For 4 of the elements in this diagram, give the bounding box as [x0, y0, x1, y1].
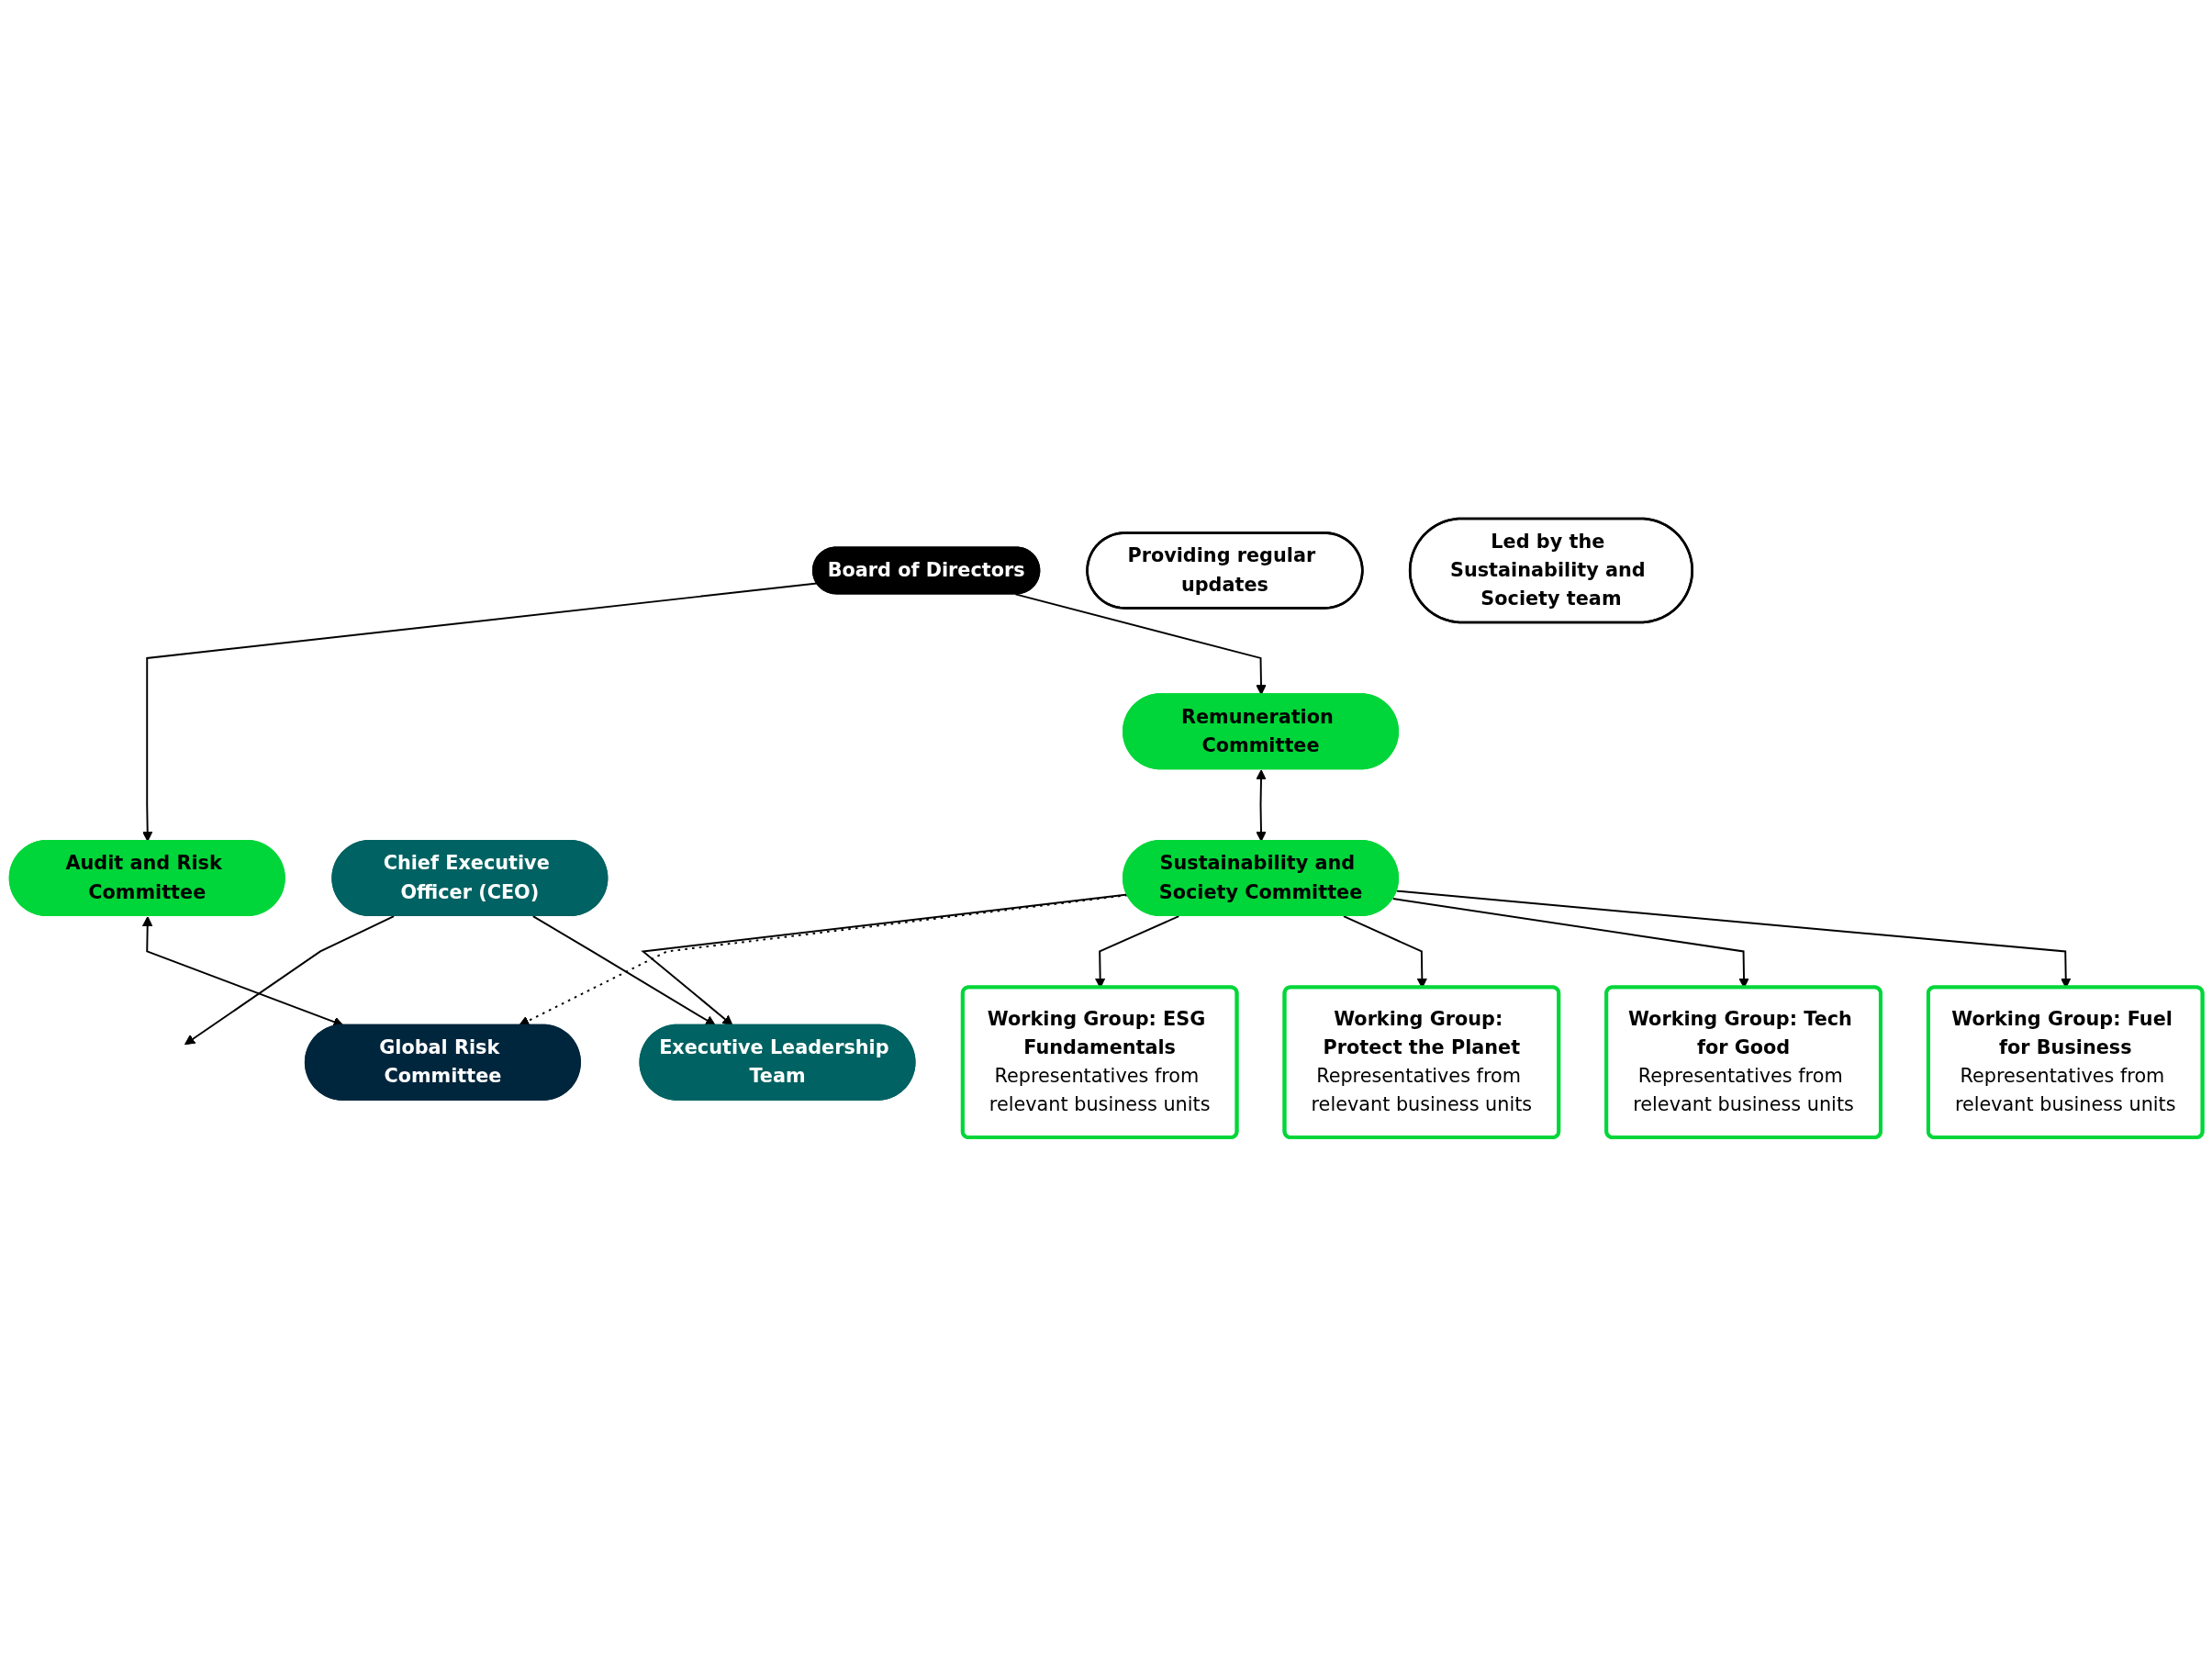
arrow [1256, 769, 1267, 842]
arrow [142, 916, 344, 1027]
arrow [184, 915, 396, 1046]
arrow [531, 915, 716, 1026]
